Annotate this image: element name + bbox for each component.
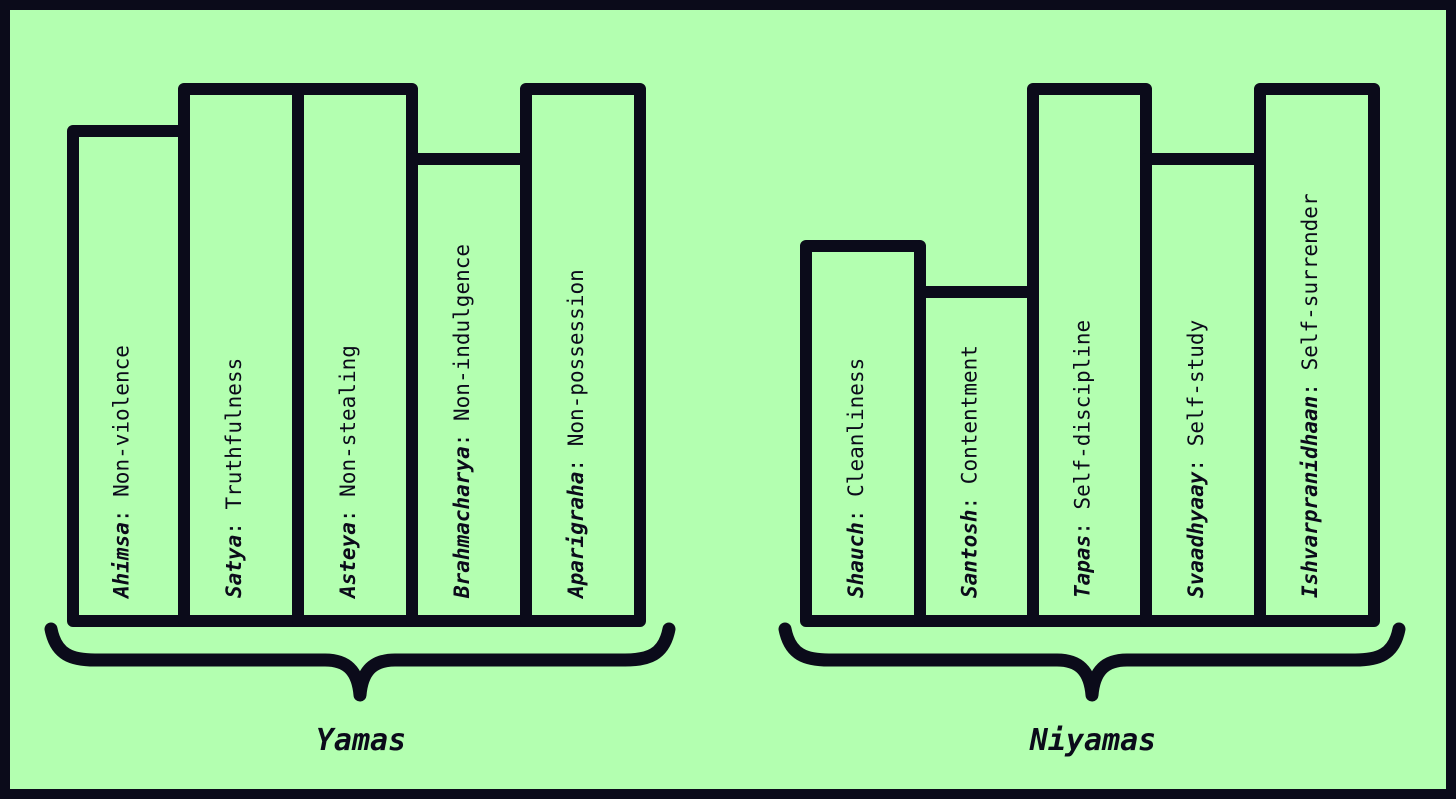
book-brahmacharya: Brahmacharya: Non-indulgence (406, 153, 532, 627)
book-term: Aparigraha (564, 472, 588, 600)
book-ishvarpranidhaan: Ishvarpranidhaan: Self-surrender (1254, 83, 1380, 627)
book-term: Brahmacharya (450, 446, 474, 599)
book-colon: : (1184, 446, 1208, 471)
book-term: Svaadhyaay (1184, 471, 1208, 598)
book-colon: : (222, 509, 246, 534)
yamas-curly-brace (44, 622, 676, 702)
book-meaning: Non-stealing (336, 345, 360, 497)
book-spine (406, 153, 532, 627)
book-ahimsa: Ahimsa: Non-violence (67, 125, 190, 627)
book-meaning: Non-violence (110, 345, 134, 497)
book-svaadhyaay: Svaadhyaay: Self-study (1140, 153, 1266, 627)
book-colon: : (336, 497, 360, 522)
niyamas-books: Shauch: Cleanliness Santosh: Contentment… (800, 83, 1380, 627)
book-spine (1254, 83, 1380, 627)
book-spine (292, 83, 418, 627)
book-spine-text: Satya: Truthfulness (222, 358, 246, 598)
book-spine (178, 83, 304, 627)
book-term: Asteya (336, 522, 360, 600)
book-term: Santosh (958, 509, 982, 598)
book-colon: : (1298, 370, 1322, 395)
yamas-books: Ahimsa: Non-violence Satya: Truthfulness… (67, 83, 646, 627)
book-meaning: Self-surrender (1298, 193, 1322, 370)
book-colon: : (1071, 509, 1095, 534)
niyamas-curly-brace (778, 622, 1406, 702)
group-yamas: Ahimsa: Non-violence Satya: Truthfulness… (44, 83, 676, 758)
book-colon: : (450, 421, 474, 446)
group-niyamas: Shauch: Cleanliness Santosh: Contentment… (778, 83, 1406, 758)
book-spine (1027, 83, 1152, 627)
group-label-yamas: Yamas (316, 723, 406, 758)
book-term: Tapas (1071, 535, 1095, 598)
book-aparigraha: Aparigraha: Non-possession (520, 83, 646, 627)
book-spine-text: Tapas: Self-discipline (1071, 320, 1095, 598)
book-spine-text: Brahmacharya: Non-indulgence (450, 244, 474, 599)
book-term: Ishvarpranidhaan (1298, 396, 1322, 598)
book-colon: : (844, 497, 868, 522)
book-colon: : (110, 497, 134, 522)
book-asteya: Asteya: Non-stealing (292, 83, 418, 627)
book-meaning: Non-possession (564, 269, 588, 446)
book-spine (67, 125, 190, 627)
book-spine-text: Ahimsa: Non-violence (110, 345, 134, 600)
book-meaning: Self-discipline (1071, 320, 1095, 510)
group-label-niyamas: Niyamas (1029, 723, 1156, 758)
book-colon: : (564, 446, 588, 471)
book-shauch: Shauch: Cleanliness (800, 240, 926, 627)
book-meaning: Truthfulness (222, 358, 246, 510)
book-tapas: Tapas: Self-discipline (1027, 83, 1152, 627)
book-colon: : (958, 484, 982, 509)
book-santosh: Santosh: Contentment (914, 286, 1039, 627)
book-spine-text: Ishvarpranidhaan: Self-surrender (1298, 193, 1322, 598)
book-spine-text: Aparigraha: Non-possession (564, 269, 588, 600)
book-spine (520, 83, 646, 627)
book-satya: Satya: Truthfulness (178, 83, 304, 627)
book-meaning: Contentment (958, 345, 982, 484)
book-spine-text: Santosh: Contentment (958, 345, 982, 598)
book-term: Shauch (844, 522, 868, 598)
book-meaning: Non-indulgence (450, 244, 474, 421)
book-spine-text: Shauch: Cleanliness (844, 358, 868, 598)
book-meaning: Cleanliness (844, 358, 868, 497)
book-term: Ahimsa (110, 522, 134, 600)
book-meaning: Self-study (1184, 320, 1208, 446)
book-spine-text: Svaadhyaay: Self-study (1184, 320, 1208, 598)
book-spine-text: Asteya: Non-stealing (336, 345, 360, 600)
book-term: Satya (222, 535, 246, 598)
